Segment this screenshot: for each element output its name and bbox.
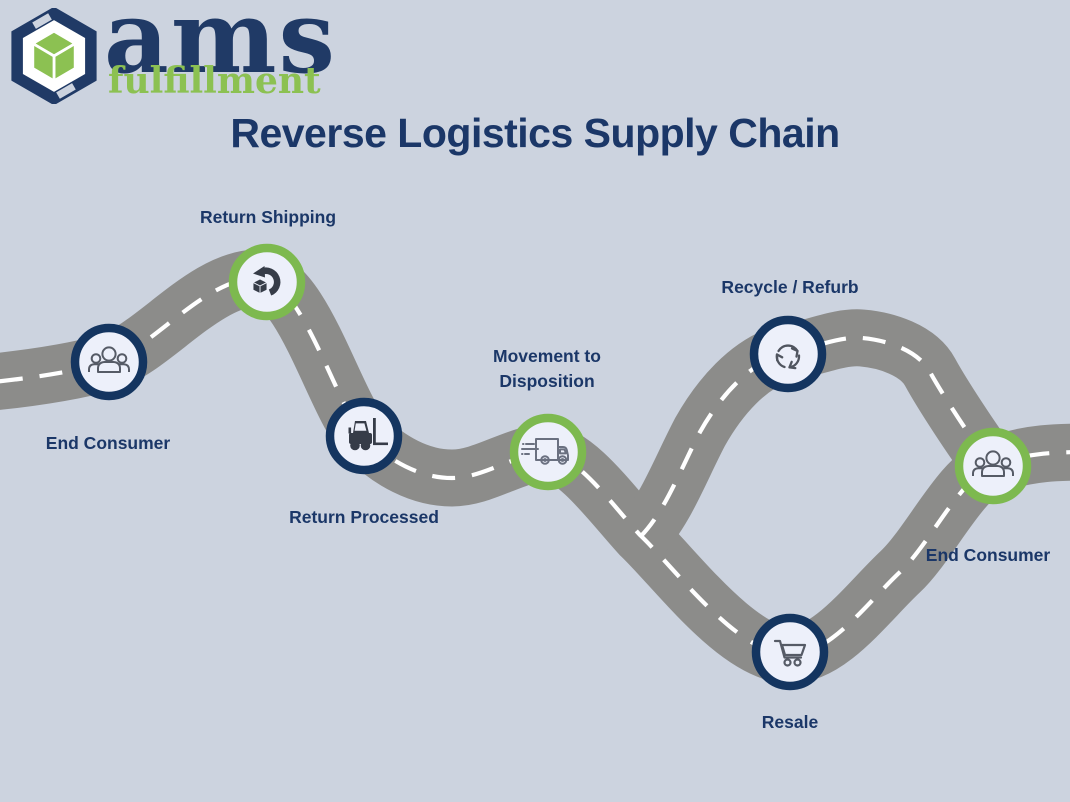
road-centerline-dashes-main [0,275,1070,658]
label-line-2: Disposition [499,371,595,391]
node-ring [749,315,827,393]
node-movement-to-disposition [509,413,587,491]
label-recycle-refurb: Recycle / Refurb [721,277,859,297]
node-resale [751,613,829,691]
label-movement-to-disposition: Movement to Disposition [493,344,601,394]
label-line-1: Movement to [493,346,601,366]
page-title: Reverse Logistics Supply Chain [230,110,840,156]
delivery-truck-icon [521,438,569,465]
label-end-consumer-left: End Consumer [45,433,171,453]
node-recycle-refurb [749,315,827,393]
hexagon-cube-logo-icon [11,8,97,104]
package-return-icon [251,266,281,296]
label-end-consumer-right: End Consumer [925,545,1051,565]
node-return-processed [325,397,403,475]
logo-tagline-text: fulfillment [108,60,321,102]
ams-fulfillment-logo: ams fulfillment [8,0,335,106]
node-ring [751,613,829,691]
road-centerline-dashes-branch [638,335,995,539]
label-return-shipping: Return Shipping [199,207,337,227]
forklift-icon [348,418,388,451]
node-ring [509,413,587,491]
recycle-icon [775,344,801,370]
node-return-shipping [228,243,306,321]
label-resale: Resale [761,712,819,732]
node-end-consumer-left [70,323,148,401]
shopping-cart-icon [773,639,807,667]
label-return-processed: Return Processed [289,507,439,527]
node-end-consumer-right [954,427,1032,505]
logo-brand-text: ams [104,0,337,96]
